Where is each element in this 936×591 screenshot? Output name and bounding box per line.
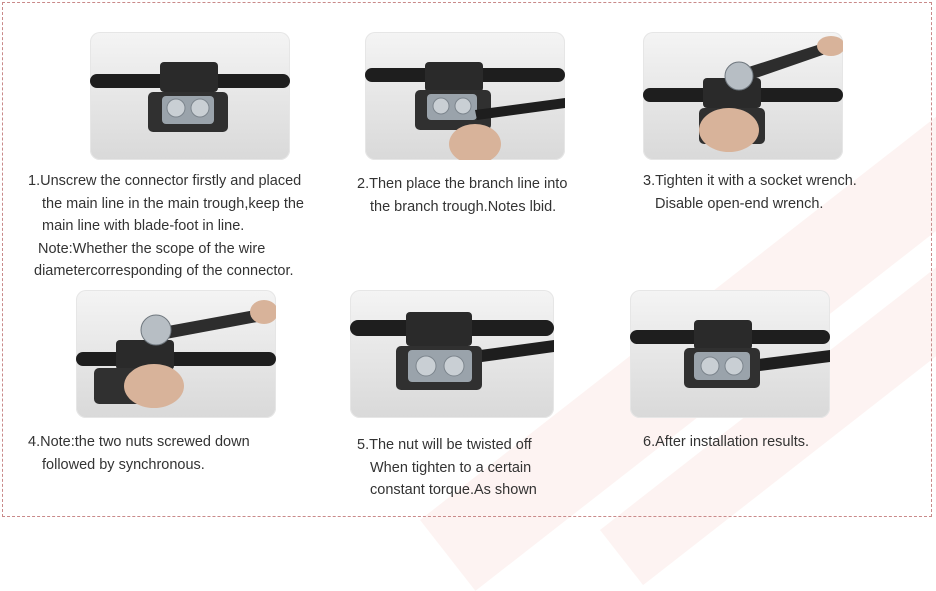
caption-line: When tighten to a certain	[370, 459, 532, 476]
step-3-photo	[643, 32, 843, 160]
caption-line: 1.Unscrew the connector firstly and plac…	[28, 173, 302, 189]
installation-result-illustration	[630, 320, 830, 388]
step-3-caption: 3.Tighten it with a socket wrench. Disab…	[643, 170, 857, 215]
caption-line: 3.Tighten it with a socket wrench.	[643, 173, 857, 189]
nut-twisted-off-illustration	[350, 312, 554, 390]
step-2-photo	[365, 32, 565, 160]
step-2-caption: 2.Then place the branch line into the br…	[357, 173, 567, 218]
caption-line: main line with blade-foot in line.	[42, 218, 245, 234]
step-4-caption: 4.Note:the two nuts screwed down followe…	[28, 431, 250, 476]
step-6-caption: 6.After installation results.	[643, 431, 809, 454]
step-1-photo	[90, 32, 290, 160]
caption-line: 2.Then place the branch line into	[357, 176, 568, 192]
caption-line: constant torque.As shown	[370, 482, 537, 498]
caption-line: followed by synchronous.	[42, 456, 205, 473]
caption-line: the branch trough.Notes lbid.	[370, 198, 557, 215]
caption-line: 5.The nut will be twisted off	[357, 437, 532, 453]
step-5-caption: 5.The nut will be twisted off When tight…	[357, 434, 537, 502]
caption-line: the main line in the main trough,keep th…	[42, 195, 304, 212]
caption-line: 4.Note:the two nuts screwed down	[28, 434, 250, 450]
caption-line: diametercorresponding of the connector.	[34, 263, 294, 279]
caption-line: 6.After installation results.	[643, 434, 810, 450]
page-frame	[2, 2, 932, 517]
socket-wrench-illustration	[643, 36, 843, 152]
caption-line: Note:Whether the scope of the wire	[38, 240, 266, 257]
step-4-photo	[76, 290, 276, 418]
branch-line-illustration	[365, 62, 565, 160]
caption-line: Disable open-end wrench.	[655, 195, 824, 212]
synchronous-tightening-illustration	[76, 300, 276, 408]
step-5-photo	[350, 290, 554, 418]
step-1-caption: 1.Unscrew the connector firstly and plac…	[28, 170, 304, 283]
connector-main-line-illustration	[90, 62, 290, 132]
step-6-photo	[630, 290, 830, 418]
